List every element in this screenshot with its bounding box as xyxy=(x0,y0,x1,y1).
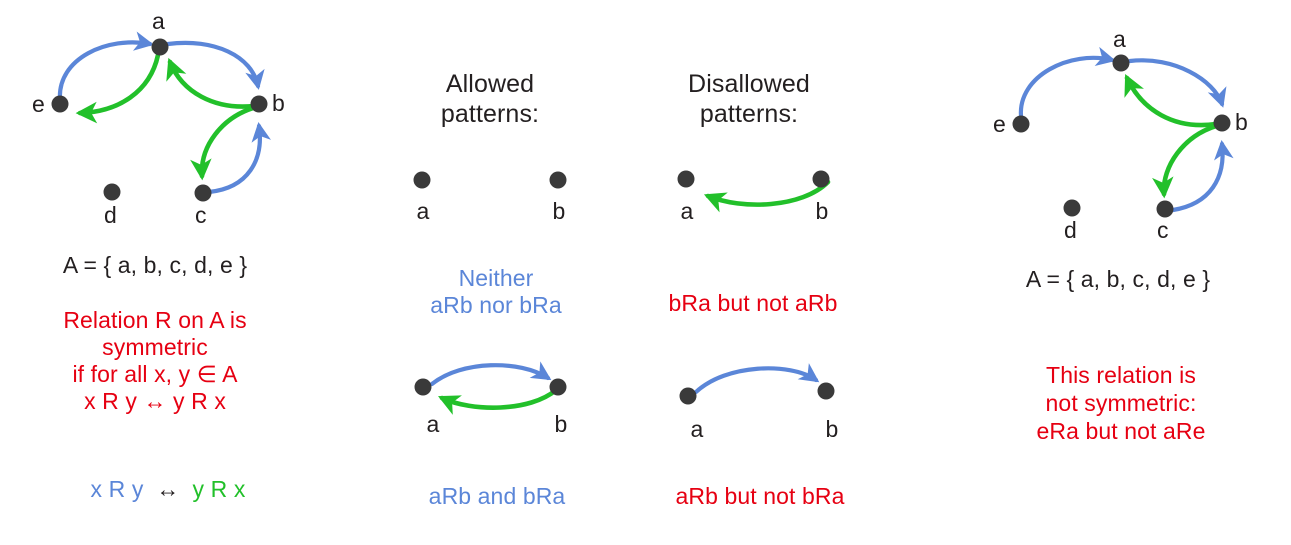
allowed-p1-caption-line-2: aRb nor bRa xyxy=(430,292,562,318)
definition-line-4: x R y ↔ y R x xyxy=(84,388,226,414)
right-node-label-e: e xyxy=(993,111,1006,137)
edge-green-b-to-a xyxy=(166,57,257,109)
disallowed-heading-line-1: Disallowed xyxy=(688,70,810,98)
disallowed-p2-label-b: b xyxy=(825,416,839,442)
allowed-pattern-1-graph xyxy=(413,171,567,189)
disallowed-heading-line-2: patterns: xyxy=(699,100,799,128)
mixed-equivalence-line: x R y ↔ y R x xyxy=(65,449,246,530)
node-d[interactable] xyxy=(103,183,121,201)
node-b[interactable] xyxy=(1213,114,1231,132)
definition-line-2: symmetric xyxy=(102,334,208,360)
allowed-pattern-2-graph xyxy=(414,361,567,415)
pattern-node-a[interactable] xyxy=(413,171,431,189)
edge-green-b-to-c xyxy=(190,105,256,181)
definition-line-1: Relation R on A is xyxy=(63,307,247,333)
disallowed-p1-caption: bRa but not aRb xyxy=(668,290,838,316)
disallowed-pattern-2-graph xyxy=(679,363,835,405)
mixed-line-arrow-glyph: ↔ xyxy=(156,476,180,503)
allowed-p2-caption: aRb and bRa xyxy=(428,483,566,509)
edge-blue-a-to-b xyxy=(165,40,265,90)
allowed-p2-label-b: b xyxy=(554,411,568,437)
disallowed-p1-label-a: a xyxy=(680,198,694,224)
edge-blue-a-to-b xyxy=(1127,58,1227,108)
pattern-node-b[interactable] xyxy=(817,382,835,400)
right-node-label-d: d xyxy=(1064,217,1077,243)
edge-green-b-to-c xyxy=(1152,123,1219,199)
right-set-line: A = { a, b, c, d, e } xyxy=(1025,266,1211,292)
pattern-node-a[interactable] xyxy=(414,378,432,396)
conclusion-line-1: This relation is xyxy=(1046,362,1196,388)
node-e[interactable] xyxy=(51,95,69,113)
allowed-p2-label-a: a xyxy=(426,411,440,437)
disallowed-p1-label-b: b xyxy=(815,198,829,224)
node-e[interactable] xyxy=(1012,115,1030,133)
mixed-line-gap2 xyxy=(180,476,193,502)
pattern-node-b[interactable] xyxy=(549,171,567,189)
pattern-node-a[interactable] xyxy=(679,387,697,405)
allowed-heading-line-1: Allowed xyxy=(445,70,535,98)
mixed-line-arrow xyxy=(143,476,156,502)
edge-blue-c-to-b xyxy=(206,122,271,195)
allowed-heading-line-2: patterns: xyxy=(440,100,540,128)
mixed-line-left: x R y xyxy=(90,476,144,503)
edge-blue-a-to-b xyxy=(429,361,552,387)
edge-green-b-to-a xyxy=(703,179,831,213)
right-relation-graph xyxy=(1012,46,1234,218)
allowed-p1-caption-line-1: Neither xyxy=(458,265,534,291)
disallowed-pattern-1-graph xyxy=(677,170,831,213)
edge-blue-a-to-b xyxy=(693,363,820,395)
edge-blue-e-to-a xyxy=(1018,46,1116,119)
node-label-a: a xyxy=(152,8,165,34)
node-a[interactable] xyxy=(1112,54,1130,72)
node-label-b: b xyxy=(272,90,285,116)
node-label-d: d xyxy=(104,202,117,228)
right-node-label-b: b xyxy=(1235,109,1248,135)
edge-green-a-to-e xyxy=(75,52,161,124)
edge-blue-c-to-b xyxy=(1170,140,1234,213)
allowed-p1-label-a: a xyxy=(416,198,430,224)
disallowed-p2-caption: aRb but not bRa xyxy=(675,483,845,509)
edge-green-b-to-a xyxy=(438,387,559,415)
conclusion-line-2: not symmetric: xyxy=(1045,390,1197,416)
node-d[interactable] xyxy=(1063,199,1081,217)
pattern-node-b[interactable] xyxy=(812,170,830,188)
edge-blue-e-to-a xyxy=(57,31,154,103)
edge-green-b-to-a xyxy=(1124,74,1219,128)
mixed-line-right: y R x xyxy=(192,476,246,503)
left-relation-graph xyxy=(51,31,271,202)
node-a[interactable] xyxy=(151,38,169,56)
left-set-line: A = { a, b, c, d, e } xyxy=(62,252,248,278)
right-node-label-a: a xyxy=(1113,26,1126,52)
definition-line-3: if for all x, y ∈ A xyxy=(72,361,238,387)
node-label-e: e xyxy=(32,91,45,117)
node-c[interactable] xyxy=(194,184,212,202)
node-label-c: c xyxy=(195,202,207,228)
right-node-label-c: c xyxy=(1157,217,1169,243)
conclusion-line-3: eRa but not aRe xyxy=(1036,418,1206,444)
disallowed-p2-label-a: a xyxy=(690,416,704,442)
pattern-node-a[interactable] xyxy=(677,170,695,188)
pattern-node-b[interactable] xyxy=(549,378,567,396)
allowed-p1-label-b: b xyxy=(552,198,566,224)
node-b[interactable] xyxy=(250,95,268,113)
node-c[interactable] xyxy=(1156,200,1174,218)
